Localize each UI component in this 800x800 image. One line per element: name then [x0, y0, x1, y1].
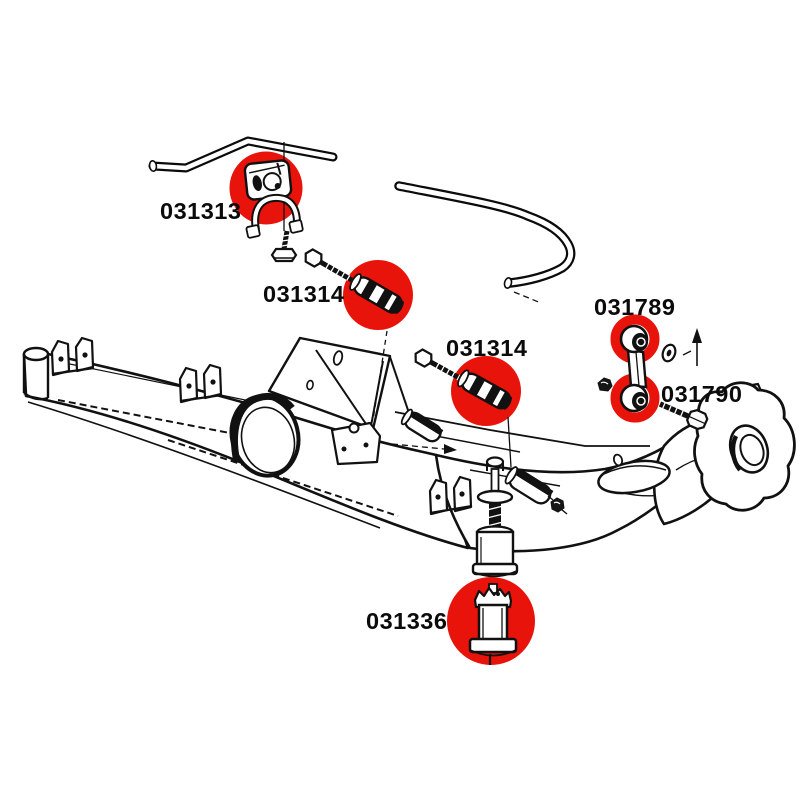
part-labels: 031313 031314 031314 031789 031790 03133…	[160, 198, 742, 634]
part-label-031336: 031336	[366, 608, 447, 634]
part-label-031789: 031789	[594, 294, 675, 320]
arm-bushing-sleeve-front	[400, 408, 444, 443]
anti-roll-bar	[148, 136, 576, 289]
part-antiroll-bar-bushing	[243, 159, 304, 263]
link-bolt	[658, 401, 709, 431]
arm-bushing-sleeve-rear	[504, 466, 554, 505]
subframe-mount-stud	[471, 456, 519, 578]
sleeve-nut	[547, 495, 568, 515]
part-label-031314-a: 031314	[263, 281, 344, 307]
direction-arrow-icon	[682, 328, 702, 366]
beam-bracket-tabs	[50, 336, 473, 516]
bar-clamp	[245, 193, 304, 239]
subframe-right-housing	[652, 381, 796, 526]
link-nut	[597, 377, 613, 392]
part-control-arm-bushing-b	[414, 348, 513, 410]
link-washer	[661, 343, 677, 363]
part-label-031314-b: 031314	[446, 335, 527, 361]
part-label-031790: 031790	[661, 381, 742, 407]
arm-top-plate	[597, 453, 671, 495]
clamp-bolt	[270, 230, 298, 263]
beam-oval-opening	[229, 392, 301, 478]
part-label-031313: 031313	[160, 198, 241, 224]
mid-bracket-box	[330, 421, 382, 466]
part-drop-link	[597, 324, 709, 431]
part-control-arm-bushing-a	[304, 248, 405, 315]
part-subframe-mount-bushing	[468, 583, 518, 665]
